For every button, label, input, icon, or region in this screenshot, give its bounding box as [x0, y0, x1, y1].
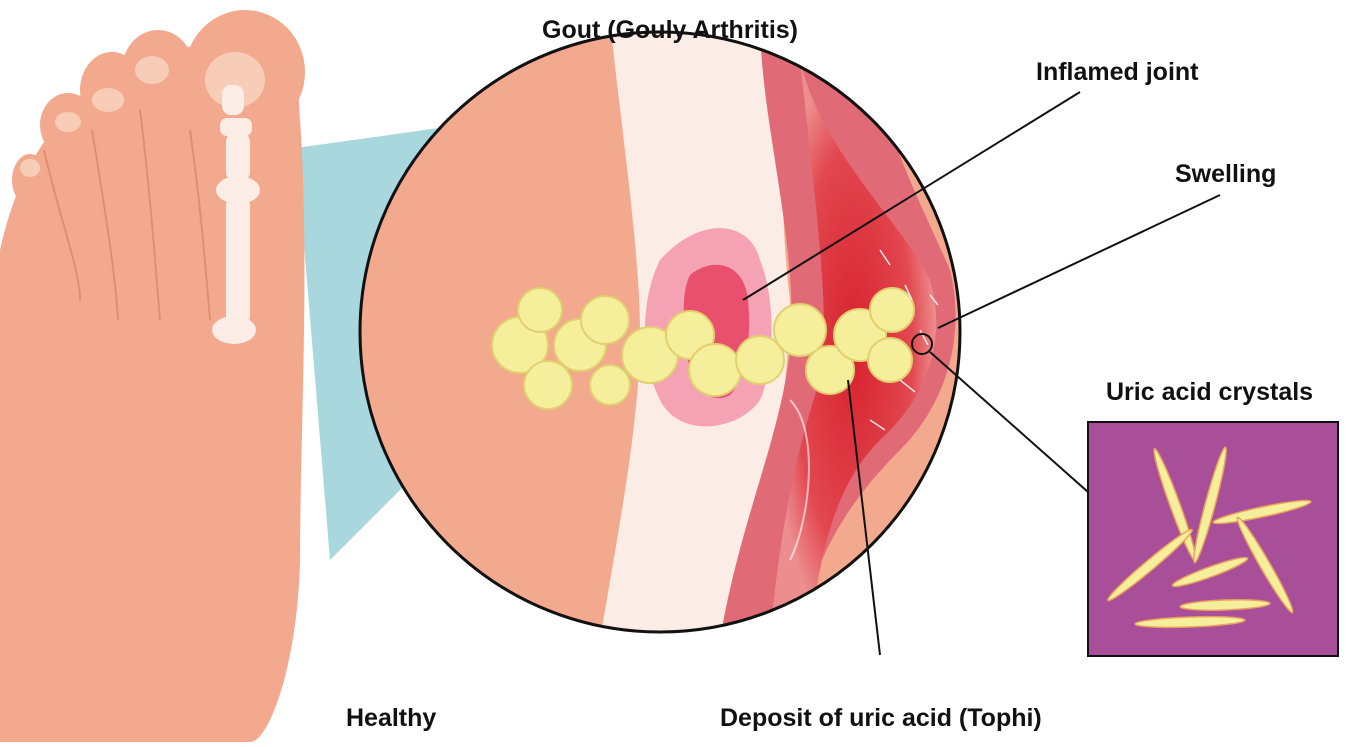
label-uric-acid-crystals: Uric acid crystals [1106, 380, 1313, 405]
crystal-panel [1088, 422, 1338, 656]
label-swelling: Swelling [1175, 162, 1276, 187]
label-healthy: Healthy [346, 706, 436, 731]
magnified-joint-view [350, 20, 970, 640]
foot-illustration [0, 10, 305, 742]
label-deposit: Deposit of uric acid (Tophi) [720, 706, 1042, 731]
label-inflamed-joint: Inflamed joint [1036, 60, 1199, 85]
diagram-title: Gout (Gouly Arthritis) [542, 18, 798, 43]
